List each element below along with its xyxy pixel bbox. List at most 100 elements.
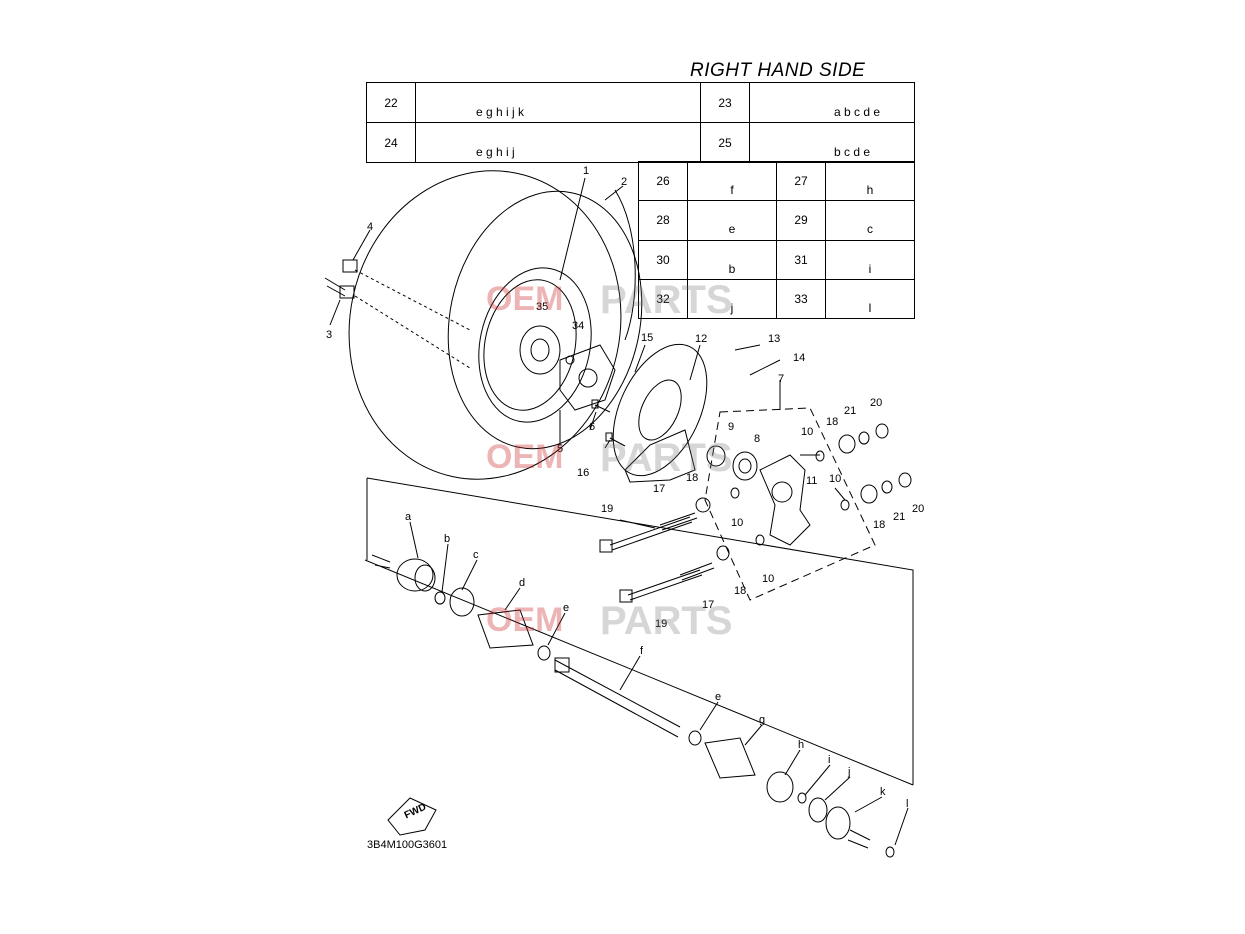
kit-letters: c — [825, 200, 915, 241]
callout-label: k — [880, 786, 886, 798]
boot-g — [704, 737, 756, 779]
callout-label: 18 — [734, 585, 746, 597]
kit-number: 28 — [638, 200, 688, 241]
kit-number: 29 — [776, 200, 826, 241]
leader-lines — [329, 177, 909, 846]
knuckle — [759, 454, 811, 546]
bearing — [732, 451, 758, 481]
kit-number: 24 — [366, 122, 416, 163]
drive-shaft-frame — [364, 477, 914, 786]
callout-label: a — [405, 511, 412, 523]
watermark-oem: OEM — [486, 601, 564, 639]
kit-letters: b c d e — [749, 122, 915, 163]
callout-label: 18 — [826, 416, 838, 428]
circlip — [706, 445, 726, 467]
callout-label: 10 — [829, 473, 841, 485]
forward-arrow-icon — [387, 797, 437, 836]
callout-label: 19 — [655, 618, 667, 630]
callout-label: 35 — [536, 301, 548, 313]
callout-label: 3 — [326, 329, 332, 341]
callout-label: 17 — [653, 483, 665, 495]
circlip-i — [797, 792, 807, 804]
callout-label: 20 — [870, 397, 882, 409]
callout-label: 17 — [702, 599, 714, 611]
band-e2 — [688, 730, 702, 746]
callout-label: 11 — [806, 475, 817, 487]
bolts — [599, 512, 715, 603]
kit-letters: f — [687, 160, 777, 202]
callout-label: l — [906, 798, 908, 810]
cv-joint-inner — [825, 806, 871, 849]
callout-label: 14 — [793, 352, 805, 364]
callout-label: 10 — [731, 517, 743, 529]
callout-label: g — [759, 714, 765, 726]
callout-label: 18 — [686, 472, 698, 484]
callout-label: 6 — [589, 421, 595, 433]
kit-number: 25 — [700, 122, 750, 163]
boot-d — [477, 609, 534, 649]
callout-label: i — [828, 754, 830, 766]
kit-number: 22 — [366, 82, 416, 123]
callout-label: 4 — [367, 221, 373, 233]
callout-label: 15 — [641, 332, 653, 344]
kit-letters: e g h i j — [415, 122, 701, 163]
callout-label: h — [798, 739, 804, 751]
callout-label: 10 — [762, 573, 774, 585]
tire — [348, 170, 643, 480]
kit-number: 33 — [776, 278, 826, 320]
kit-letters: e — [687, 200, 777, 241]
watermark-oem: OEM — [486, 438, 564, 476]
band-h — [766, 771, 794, 803]
callout-label: 9 — [728, 421, 734, 433]
callout-label: j — [847, 766, 850, 778]
cv-joint-outer — [371, 554, 436, 592]
callout-label: 7 — [778, 373, 784, 385]
kit-letters: e g h i j k — [415, 82, 701, 123]
kit-letters: l — [825, 278, 915, 320]
kit-letters: j — [687, 278, 777, 320]
kit-table-bottom: 26 f 27 h 28 e 29 c 30 b 31 i 32 j 33 l — [638, 160, 915, 320]
callout-label: b — [444, 533, 450, 545]
callout-label: 2 — [621, 176, 627, 188]
watermark-oem: OEM — [486, 280, 564, 318]
band-c — [449, 587, 475, 617]
kit-table-top: 22 e g h i j k 23 a b c d e 24 e g h i j… — [366, 82, 915, 163]
brake-guard — [624, 429, 696, 483]
callout-label: 16 — [577, 467, 589, 479]
kit-letters: b — [687, 239, 777, 280]
callout-label: 8 — [754, 433, 760, 445]
kit-number: 23 — [700, 82, 750, 123]
callout-label: f — [640, 645, 644, 657]
callout-label: e — [715, 691, 721, 703]
callout-label: 21 — [893, 511, 905, 523]
callout-label: c — [473, 549, 479, 561]
wheel-hub — [559, 344, 616, 411]
circlip-l — [885, 846, 895, 858]
circlip-b — [434, 591, 446, 605]
callout-label: 19 — [601, 503, 613, 515]
callout-label: 13 — [768, 333, 780, 345]
kit-letters: h — [825, 160, 915, 202]
callout-label: 5 — [557, 443, 563, 455]
callout-label: 12 — [695, 333, 707, 345]
kit-number: 31 — [776, 239, 826, 280]
drawing-code: 3B4M100G3601 — [367, 839, 448, 851]
callout-label: 20 — [912, 503, 924, 515]
callout-label: 34 — [572, 320, 584, 332]
page-title: RIGHT HAND SIDE — [690, 60, 866, 81]
ring-j — [808, 797, 828, 823]
callout-label: 18 — [873, 519, 885, 531]
collars — [695, 423, 912, 561]
watermark-parts: PARTS — [600, 599, 733, 643]
callout-label: d — [519, 577, 525, 589]
kit-letters: a b c d e — [749, 82, 915, 123]
watermark-parts: PARTS — [600, 278, 733, 322]
band-e — [537, 645, 551, 661]
callout-label: e — [563, 602, 569, 614]
kit-number: 26 — [638, 160, 688, 202]
watermark-parts: PARTS — [600, 436, 733, 480]
drive-shaft — [554, 657, 681, 738]
wheel-stud-and-nut — [324, 259, 471, 369]
callout-label: 1 — [583, 165, 589, 177]
